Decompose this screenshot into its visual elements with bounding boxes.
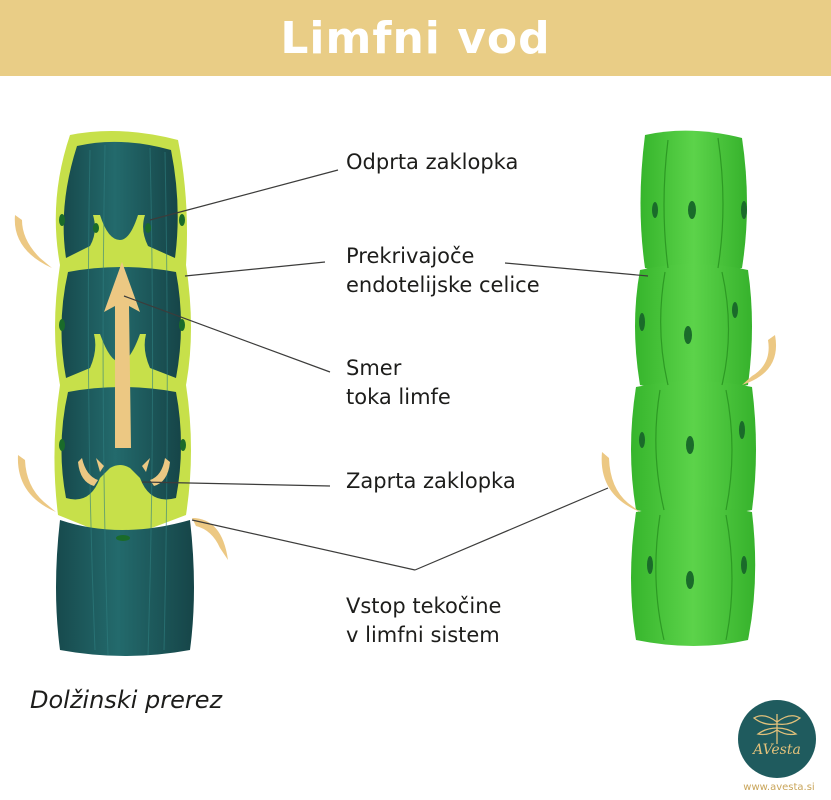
label-fluid-entry: Vstop tekočine v limfni sistem (346, 594, 502, 647)
vessel-segment-2 (635, 264, 752, 392)
label-closed-valve: Zaprta zaklopka (346, 469, 516, 493)
vessel-lower-segment (56, 520, 194, 656)
label-flow-direction: Smer toka limfe (346, 356, 451, 409)
label-open-valve: Odprta zaklopka (346, 150, 519, 174)
fluid-entry-arrows-right (601, 335, 777, 512)
page-title: Limfni vod (280, 12, 551, 64)
longitudinal-section (14, 131, 228, 656)
vessel-texture (87, 144, 168, 656)
cell-boundaries (655, 137, 733, 641)
valve-flow-arrows (78, 458, 170, 486)
logo-brand: AVesta (753, 742, 801, 758)
label-endothelial-cells: Prekrivajoče endotelijske celice (346, 244, 540, 297)
title-banner: Limfni vod (0, 0, 831, 76)
nuclei-right (639, 201, 747, 589)
logo: AVesta www.avesta.si (734, 700, 824, 796)
flow-direction-arrow (104, 262, 140, 448)
logo-url: www.avesta.si (743, 782, 815, 793)
logo-circle (738, 700, 816, 778)
caption-longitudinal-section: Dolžinski prerez (30, 686, 223, 714)
dragonfly-icon (752, 714, 802, 744)
nuclei-left (59, 214, 186, 541)
fluid-entry-arrows-left (14, 215, 228, 560)
external-view (601, 130, 777, 646)
leader-lines (123, 169, 649, 571)
